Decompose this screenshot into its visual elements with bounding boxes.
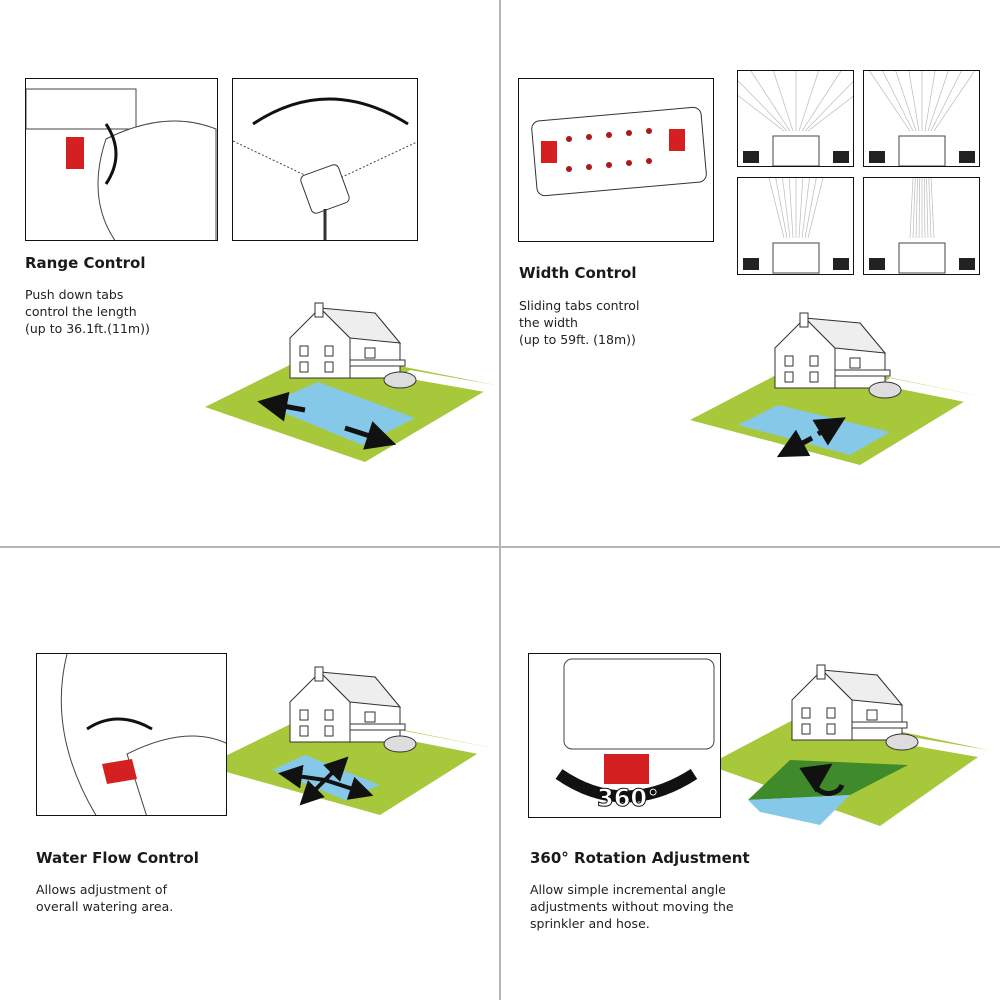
desc-line: Allow simple incremental angle (530, 882, 726, 897)
desc-line: (up to 36.1ft.(11m)) (25, 321, 150, 336)
spray-pattern-medium (863, 70, 980, 167)
width-title: Width Control (519, 264, 637, 282)
width-lawn-diagram (690, 312, 975, 465)
rotation-title: 360° Rotation Adjustment (530, 849, 750, 867)
desc-line: adjustments without moving the (530, 899, 734, 914)
rotation-description: Allow simple incremental angle adjustmen… (530, 881, 734, 932)
desc-line: (up to 59ft. (18m)) (519, 332, 636, 347)
range-tab-photo (25, 78, 218, 241)
spray-pattern-narrowest (863, 177, 980, 275)
range-title: Range Control (25, 254, 146, 272)
desc-line: the width (519, 315, 578, 330)
desc-line: Push down tabs (25, 287, 124, 302)
flow-lawn-diagram (205, 666, 488, 815)
range-tab (66, 137, 84, 169)
flow-dial-photo (36, 653, 227, 816)
range-description: Push down tabs control the length (up to… (25, 286, 150, 337)
vertical-divider (499, 0, 501, 1000)
horizontal-divider (0, 546, 1000, 548)
desc-line: Sliding tabs control (519, 298, 640, 313)
rotation-photo: 360° (528, 653, 721, 818)
desc-line: overall watering area. (36, 899, 174, 914)
width-tab-photo (518, 78, 714, 242)
width-description: Sliding tabs control the width (up to 59… (519, 297, 639, 348)
spray-pattern-wide (737, 70, 854, 167)
desc-line: control the length (25, 304, 137, 319)
range-lawn-diagram (205, 302, 495, 462)
spray-pattern-narrow (737, 177, 854, 275)
desc-line: Allows adjustment of (36, 882, 167, 897)
range-arc-diagram (232, 78, 418, 241)
flow-title: Water Flow Control (36, 849, 199, 867)
rotation-lawn-diagram (708, 664, 988, 826)
rotation-label: 360° (596, 784, 660, 813)
desc-line: sprinkler and hose. (530, 916, 650, 931)
flow-description: Allows adjustment of overall watering ar… (36, 881, 173, 915)
